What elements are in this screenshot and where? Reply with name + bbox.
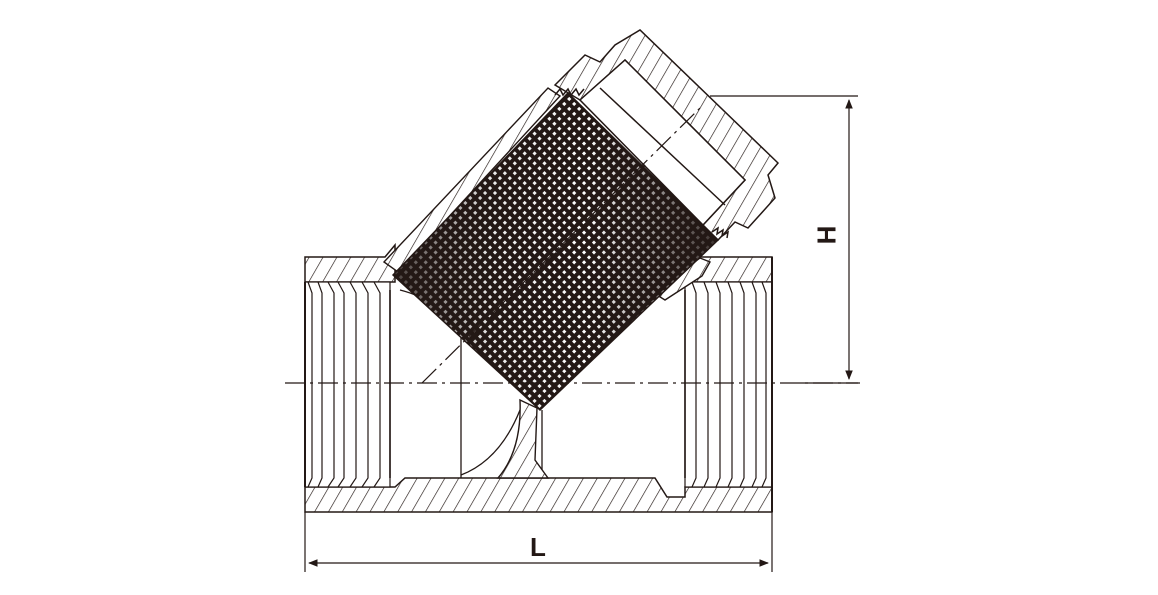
center-web <box>496 398 550 479</box>
length-dimension-label: L <box>530 532 546 562</box>
dimension-length <box>304 512 773 572</box>
right-thread <box>684 257 773 512</box>
strainer-cap <box>553 29 780 242</box>
body-bottom-wall <box>304 477 773 513</box>
left-thread <box>304 281 391 488</box>
height-dimension-label: H <box>811 225 842 245</box>
dimension-height <box>710 95 858 384</box>
